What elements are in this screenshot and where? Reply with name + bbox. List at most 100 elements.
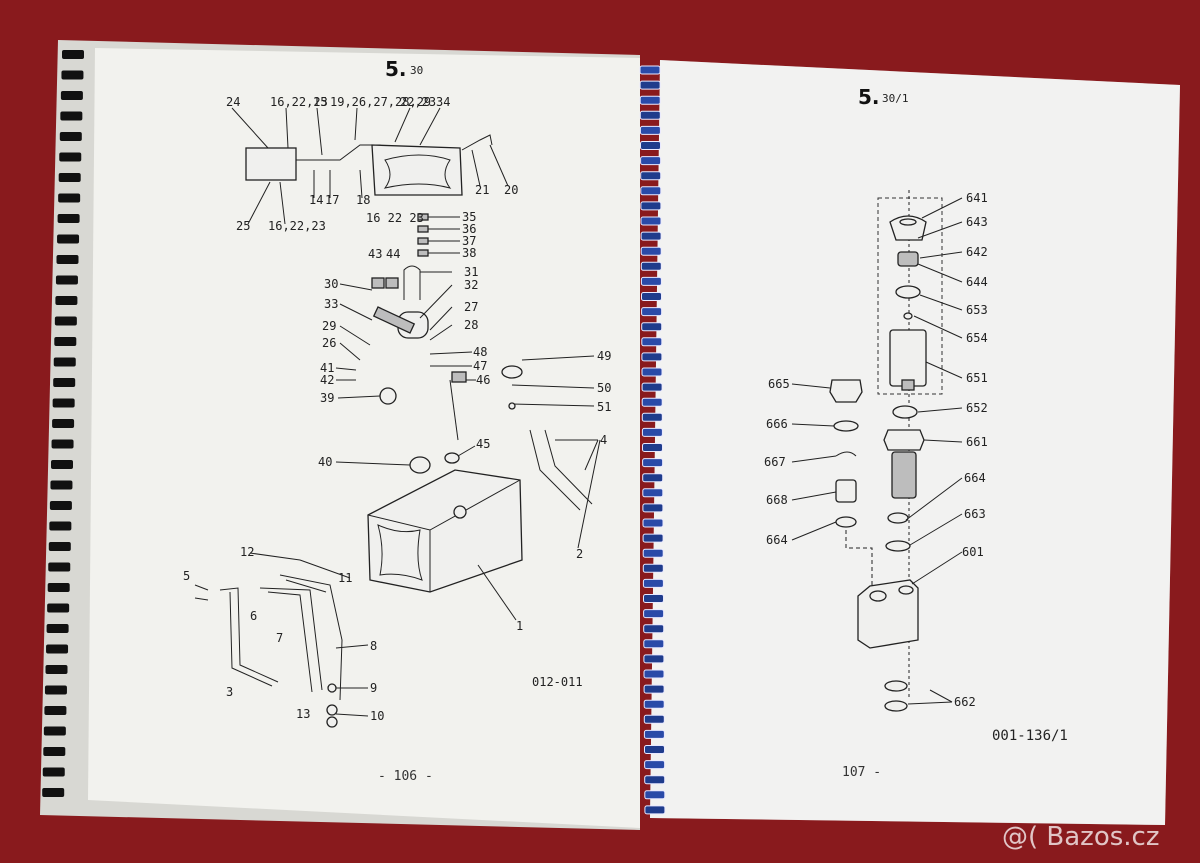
callout: 17 — [325, 193, 339, 207]
spiral-coil — [56, 255, 79, 264]
left-spiral-binding — [42, 50, 84, 797]
spiral-coil — [59, 132, 82, 141]
callout: 35 — [462, 210, 476, 224]
spiral-coil — [640, 141, 661, 150]
dashed-group-box — [877, 197, 943, 395]
spiral-coil — [42, 767, 65, 777]
spiral-coil — [639, 95, 661, 105]
spiral-coil — [639, 80, 661, 90]
spiral-coil — [644, 745, 665, 754]
callout: 37 — [462, 234, 476, 248]
callout: 601 — [962, 545, 984, 559]
callout: 3 — [226, 685, 233, 699]
spiral-coil — [640, 216, 662, 226]
spiral-coil — [42, 788, 65, 797]
callout: 663 — [964, 507, 986, 521]
callout: 2 — [576, 547, 583, 561]
callout: 47 — [473, 359, 487, 373]
callout: 5 — [183, 569, 190, 583]
callout: 661 — [966, 435, 988, 449]
callout: 45 — [476, 437, 490, 451]
callout: 34 — [436, 95, 450, 109]
spiral-coil — [51, 460, 73, 469]
callout: 44 — [386, 247, 400, 261]
spiral-coil — [49, 521, 72, 531]
left-drawing-code: 012-011 — [532, 675, 583, 689]
spiral-coil — [644, 775, 666, 785]
spiral-coil — [641, 352, 663, 362]
spiral-coil — [641, 322, 663, 332]
left-callouts: 24 16,22,23 15 19,26,27,28,29 22,23 34 2… — [183, 95, 611, 723]
spiral-coil — [642, 563, 664, 573]
callout: 30 — [324, 277, 338, 291]
callout: 19,26,27,28,29 — [330, 95, 431, 109]
callout: 662 — [954, 695, 976, 709]
callout: 665 — [768, 377, 790, 391]
spiral-coil — [57, 214, 80, 223]
spiral-coil — [642, 443, 663, 452]
callout: 16,22,23 — [268, 219, 326, 233]
callout: 38 — [462, 246, 476, 260]
spiral-coil — [643, 714, 665, 724]
callout: 10 — [370, 709, 384, 723]
spiral-coil — [47, 583, 70, 592]
right-callouts: 641 643 642 644 653 654 651 665 652 666 … — [764, 191, 1068, 744]
spiral-coil — [48, 542, 71, 551]
callout: 8 — [370, 639, 377, 653]
callout: 42 — [320, 373, 334, 387]
callout: 29 — [322, 319, 336, 333]
callout: 13 — [296, 707, 310, 721]
spiral-coil — [54, 337, 77, 346]
spiral-coil — [59, 152, 82, 162]
spiral-coil — [640, 156, 662, 166]
callout: 21 — [475, 183, 489, 197]
valve-assembly-diagram — [791, 190, 963, 712]
callout: 641 — [966, 191, 988, 205]
callout: 22,23 — [400, 95, 436, 109]
spiral-coil — [62, 50, 84, 59]
spiral-coil — [640, 261, 662, 271]
callout: 31 — [464, 265, 478, 279]
left-page-header: 5. 30 — [385, 57, 423, 81]
right-drawing-code: 001-136/1 — [992, 728, 1068, 744]
spiral-coil — [643, 624, 665, 634]
spiral-coil — [49, 501, 72, 510]
spiral-coil — [45, 665, 68, 674]
spiral-coil — [640, 186, 662, 196]
spiral-coil — [642, 458, 664, 468]
callout: 7 — [276, 631, 283, 645]
callout: 643 — [966, 215, 988, 229]
callout: 667 — [764, 455, 786, 469]
spiral-coil — [642, 548, 664, 558]
spiral-coil — [641, 307, 663, 317]
callout: 25 — [236, 219, 250, 233]
spiral-coil — [55, 275, 78, 285]
spiral-coil — [641, 412, 663, 422]
callout: 20 — [504, 183, 518, 197]
spiral-coil — [642, 473, 664, 483]
callout: 651 — [966, 371, 988, 385]
callout: 644 — [966, 275, 988, 289]
callout: 652 — [966, 401, 988, 415]
spiral-coil — [46, 644, 69, 654]
callout: 1 — [516, 619, 523, 633]
spiral-coil — [643, 654, 665, 664]
left-page — [88, 48, 640, 828]
spiral-coil — [642, 533, 664, 543]
spiral-coil — [641, 337, 663, 347]
callout: 50 — [597, 381, 611, 395]
spiral-coil — [55, 296, 78, 305]
spiral-coil — [644, 760, 666, 770]
callout: 668 — [766, 493, 788, 507]
spiral-coil — [643, 729, 665, 739]
callout: 9 — [370, 681, 377, 695]
callout: 43 — [368, 247, 382, 261]
spiral-coil — [644, 805, 666, 815]
spiral-coil — [643, 669, 665, 679]
filter-housing — [245, 147, 297, 181]
callout: 36 — [462, 222, 476, 236]
spiral-coil — [60, 111, 83, 121]
callout: 11 — [338, 571, 352, 585]
spiral-coil — [640, 276, 662, 286]
